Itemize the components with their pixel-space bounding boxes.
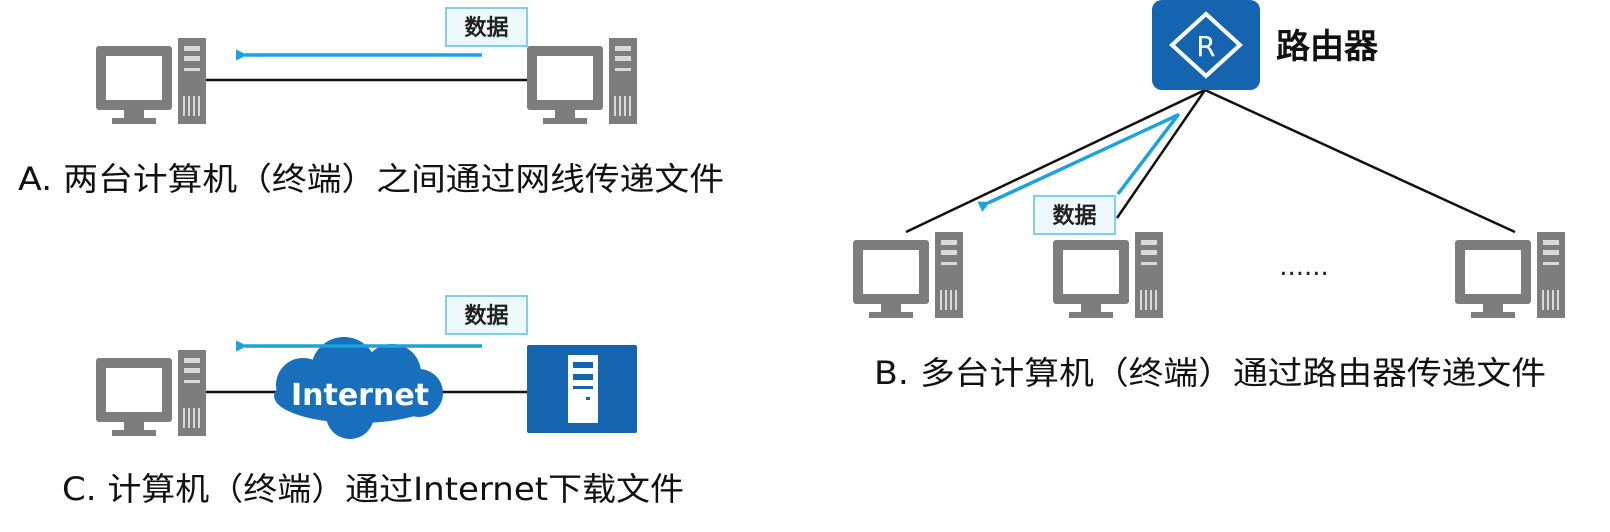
network-cable (905, 88, 1206, 234)
desktop-computer-icon (1455, 232, 1565, 318)
desktop-computer-icon (527, 38, 637, 124)
data-label: 数据 (1052, 203, 1096, 229)
data-label: 数据 (464, 15, 508, 41)
desktop-computer-icon (96, 350, 206, 436)
router-icon: R (1152, 0, 1260, 90)
router-symbol: R (1196, 30, 1215, 63)
network-cable (1115, 89, 1207, 219)
network-cable (1204, 88, 1516, 234)
data-label-box (445, 7, 528, 47)
desktop-computer-icon (853, 232, 963, 318)
caption-b: B. 多台计算机（终端）通过路由器传递文件 (874, 354, 1546, 392)
server-icon (527, 345, 637, 433)
ellipsis: ...... (1279, 252, 1329, 282)
scenario-a: 数据 A. 两台计算机（终端）之间通过网线传递文件 (18, 7, 724, 198)
caption-c: C. 计算机（终端）通过Internet下载文件 (62, 470, 684, 508)
scenario-b: R 路由器 数据 ...... B. 多台计算机（终端）通过路由器传递文件 (853, 0, 1565, 392)
internet-cloud-icon: Internet (274, 337, 443, 439)
data-label-box (445, 295, 528, 335)
cloud-label: Internet (291, 378, 429, 413)
router-label: 路由器 (1276, 27, 1379, 67)
data-label: 数据 (464, 303, 508, 329)
desktop-computer-icon (1053, 232, 1163, 318)
data-label-box (1033, 195, 1116, 235)
caption-a: A. 两台计算机（终端）之间通过网线传递文件 (18, 160, 724, 198)
data-flow-arrow (977, 113, 1180, 212)
desktop-computer-icon (96, 38, 206, 124)
scenario-c: Internet 数据 C. 计算机（终端）通过Internet下载文件 (62, 295, 684, 508)
